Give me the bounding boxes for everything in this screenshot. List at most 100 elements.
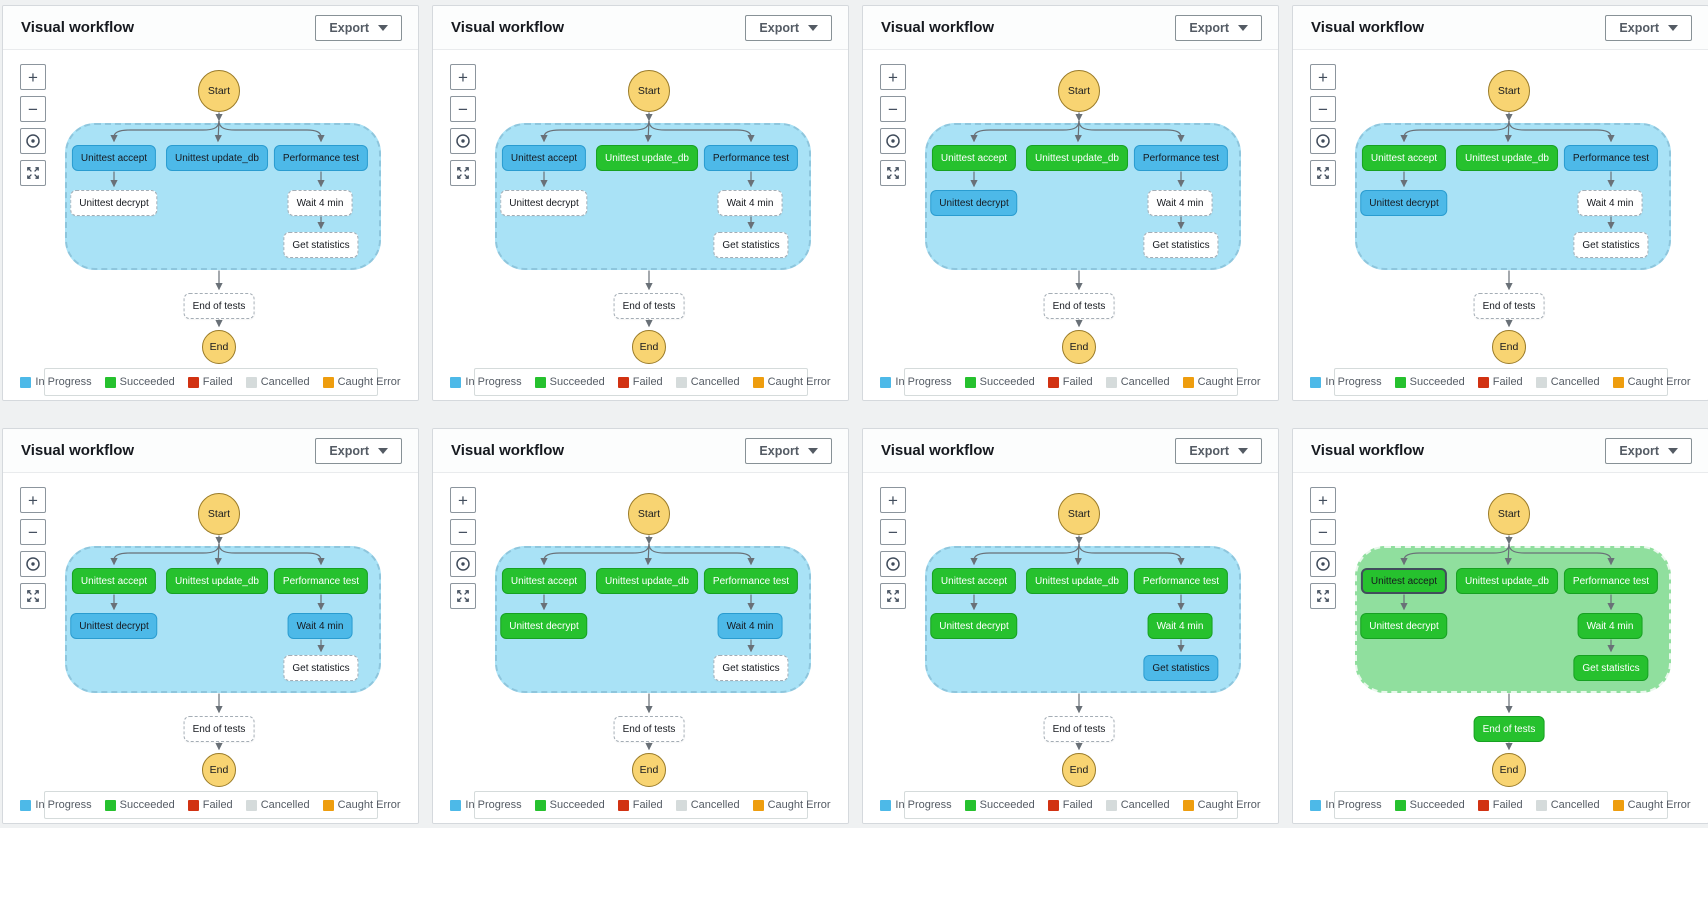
node-end-of-tests[interactable]: End of tests — [1043, 716, 1115, 742]
node-unittest-accept[interactable]: Unittest accept — [1360, 568, 1448, 594]
fit-view-button[interactable] — [20, 583, 46, 609]
export-button[interactable]: Export — [1605, 437, 1692, 464]
node-unittest-accept[interactable]: Unittest accept — [71, 145, 157, 171]
node-wait-4-min[interactable]: Wait 4 min — [287, 190, 353, 216]
start-node[interactable]: Start — [198, 70, 240, 112]
fit-view-button[interactable] — [1310, 160, 1336, 186]
export-button[interactable]: Export — [1175, 437, 1262, 464]
start-node[interactable]: Start — [1488, 493, 1530, 535]
node-unittest-accept[interactable]: Unittest accept — [931, 568, 1017, 594]
node-unittest-update-db[interactable]: Unittest update_db — [166, 145, 268, 171]
zoom-in-button[interactable]: + — [880, 487, 906, 513]
node-unittest-update-db[interactable]: Unittest update_db — [1026, 568, 1128, 594]
node-unittest-decrypt[interactable]: Unittest decrypt — [1360, 190, 1448, 216]
node-get-statistics[interactable]: Get statistics — [1573, 655, 1649, 681]
end-node[interactable]: End — [632, 330, 666, 364]
workflow-canvas[interactable]: + − — [1293, 50, 1708, 400]
node-performance-test[interactable]: Performance test — [273, 568, 369, 594]
zoom-out-button[interactable]: − — [20, 519, 46, 545]
node-unittest-decrypt[interactable]: Unittest decrypt — [1360, 613, 1448, 639]
node-wait-4-min[interactable]: Wait 4 min — [287, 613, 353, 639]
end-node[interactable]: End — [632, 753, 666, 787]
workflow-canvas[interactable]: + − — [3, 473, 418, 823]
node-unittest-accept[interactable]: Unittest accept — [1361, 145, 1447, 171]
export-button[interactable]: Export — [745, 14, 832, 41]
node-performance-test[interactable]: Performance test — [703, 568, 799, 594]
node-wait-4-min[interactable]: Wait 4 min — [717, 613, 783, 639]
node-unittest-accept[interactable]: Unittest accept — [501, 568, 587, 594]
end-node[interactable]: End — [202, 753, 236, 787]
zoom-out-button[interactable]: − — [880, 519, 906, 545]
zoom-in-button[interactable]: + — [880, 64, 906, 90]
center-view-button[interactable] — [880, 128, 906, 154]
node-unittest-accept[interactable]: Unittest accept — [71, 568, 157, 594]
end-node[interactable]: End — [202, 330, 236, 364]
zoom-out-button[interactable]: − — [450, 96, 476, 122]
center-view-button[interactable] — [1310, 551, 1336, 577]
workflow-canvas[interactable]: + − — [863, 473, 1278, 823]
node-wait-4-min[interactable]: Wait 4 min — [717, 190, 783, 216]
node-get-statistics[interactable]: Get statistics — [283, 655, 359, 681]
node-wait-4-min[interactable]: Wait 4 min — [1577, 190, 1643, 216]
export-button[interactable]: Export — [1605, 14, 1692, 41]
node-wait-4-min[interactable]: Wait 4 min — [1147, 190, 1213, 216]
workflow-canvas[interactable]: + − — [863, 50, 1278, 400]
node-get-statistics[interactable]: Get statistics — [1143, 655, 1219, 681]
fit-view-button[interactable] — [450, 583, 476, 609]
fit-view-button[interactable] — [880, 160, 906, 186]
export-button[interactable]: Export — [315, 14, 402, 41]
node-end-of-tests[interactable]: End of tests — [1043, 293, 1115, 319]
zoom-out-button[interactable]: − — [450, 519, 476, 545]
zoom-out-button[interactable]: − — [880, 96, 906, 122]
export-button[interactable]: Export — [315, 437, 402, 464]
center-view-button[interactable] — [20, 128, 46, 154]
node-unittest-decrypt[interactable]: Unittest decrypt — [70, 613, 158, 639]
zoom-in-button[interactable]: + — [450, 64, 476, 90]
center-view-button[interactable] — [450, 128, 476, 154]
fit-view-button[interactable] — [1310, 583, 1336, 609]
node-wait-4-min[interactable]: Wait 4 min — [1147, 613, 1213, 639]
node-unittest-update-db[interactable]: Unittest update_db — [1456, 145, 1558, 171]
start-node[interactable]: Start — [1488, 70, 1530, 112]
start-node[interactable]: Start — [628, 70, 670, 112]
node-unittest-accept[interactable]: Unittest accept — [501, 145, 587, 171]
start-node[interactable]: Start — [1058, 493, 1100, 535]
export-button[interactable]: Export — [745, 437, 832, 464]
center-view-button[interactable] — [1310, 128, 1336, 154]
end-node[interactable]: End — [1492, 753, 1526, 787]
node-performance-test[interactable]: Performance test — [273, 145, 369, 171]
workflow-canvas[interactable]: + − — [3, 50, 418, 400]
zoom-in-button[interactable]: + — [1310, 64, 1336, 90]
node-unittest-update-db[interactable]: Unittest update_db — [1456, 568, 1558, 594]
node-end-of-tests[interactable]: End of tests — [613, 293, 685, 319]
node-end-of-tests[interactable]: End of tests — [183, 293, 255, 319]
node-unittest-decrypt[interactable]: Unittest decrypt — [70, 190, 158, 216]
end-node[interactable]: End — [1062, 753, 1096, 787]
node-unittest-update-db[interactable]: Unittest update_db — [166, 568, 268, 594]
center-view-button[interactable] — [880, 551, 906, 577]
fit-view-button[interactable] — [20, 160, 46, 186]
node-wait-4-min[interactable]: Wait 4 min — [1577, 613, 1643, 639]
zoom-in-button[interactable]: + — [450, 487, 476, 513]
node-unittest-update-db[interactable]: Unittest update_db — [1026, 145, 1128, 171]
node-performance-test[interactable]: Performance test — [1563, 145, 1659, 171]
node-performance-test[interactable]: Performance test — [1563, 568, 1659, 594]
node-get-statistics[interactable]: Get statistics — [1143, 232, 1219, 258]
node-get-statistics[interactable]: Get statistics — [1573, 232, 1649, 258]
node-unittest-decrypt[interactable]: Unittest decrypt — [500, 190, 588, 216]
node-unittest-update-db[interactable]: Unittest update_db — [596, 568, 698, 594]
workflow-canvas[interactable]: + − — [1293, 473, 1708, 823]
node-get-statistics[interactable]: Get statistics — [713, 655, 789, 681]
node-get-statistics[interactable]: Get statistics — [713, 232, 789, 258]
node-get-statistics[interactable]: Get statistics — [283, 232, 359, 258]
node-end-of-tests[interactable]: End of tests — [1473, 716, 1545, 742]
end-node[interactable]: End — [1062, 330, 1096, 364]
start-node[interactable]: Start — [1058, 70, 1100, 112]
start-node[interactable]: Start — [628, 493, 670, 535]
fit-view-button[interactable] — [450, 160, 476, 186]
node-end-of-tests[interactable]: End of tests — [613, 716, 685, 742]
zoom-out-button[interactable]: − — [1310, 96, 1336, 122]
zoom-out-button[interactable]: − — [1310, 519, 1336, 545]
fit-view-button[interactable] — [880, 583, 906, 609]
node-performance-test[interactable]: Performance test — [703, 145, 799, 171]
